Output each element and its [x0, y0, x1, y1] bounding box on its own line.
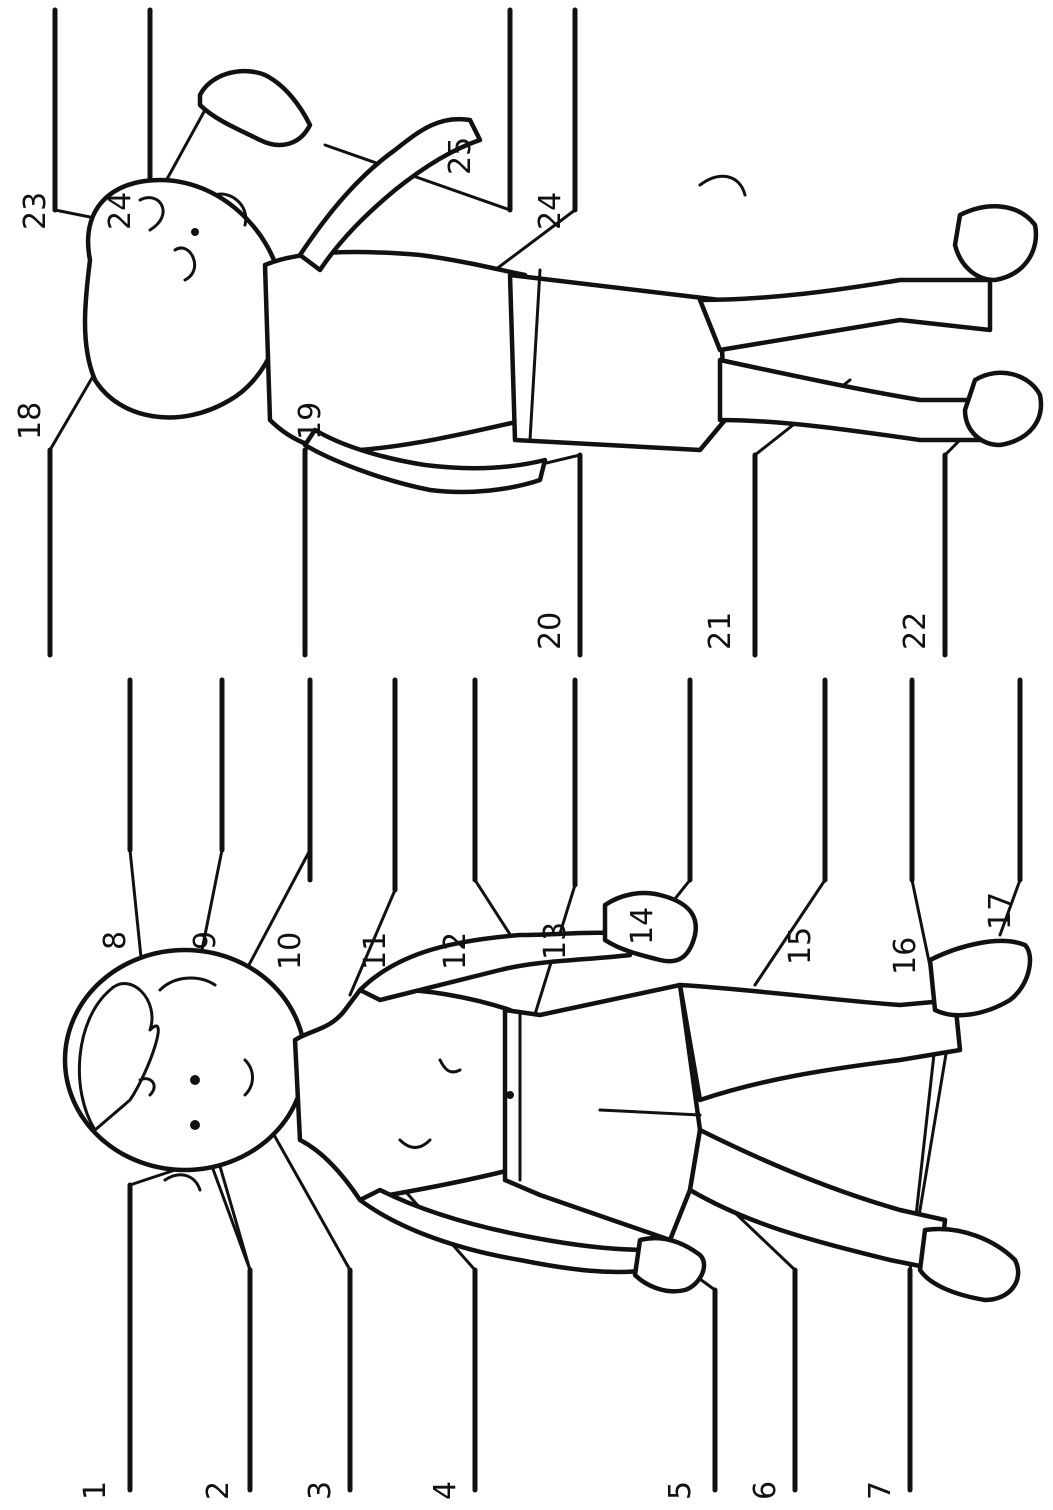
front-navel-dot	[506, 1091, 514, 1099]
label-3: 3	[303, 1481, 338, 1500]
back-right-leg	[720, 360, 1000, 440]
front-left-arm	[360, 933, 630, 1000]
front-head	[65, 950, 305, 1170]
label-20: 20	[533, 612, 568, 650]
label-15: 15	[783, 927, 818, 965]
label-17: 17	[983, 892, 1018, 930]
boy-back-view	[85, 71, 1041, 492]
front-right-foot	[920, 1229, 1018, 1300]
front-right-leg	[690, 1130, 945, 1270]
label-8: 8	[98, 931, 133, 950]
back-right-foot	[965, 373, 1041, 445]
label-25: 25	[443, 137, 478, 175]
back-shorts	[510, 275, 725, 450]
label-4: 4	[428, 1481, 463, 1500]
back-left-leg	[700, 280, 990, 350]
front-ear-bottom	[165, 1175, 200, 1190]
label-5: 5	[663, 1481, 698, 1500]
label-14: 14	[625, 907, 660, 945]
front-torso	[295, 989, 510, 1200]
back-knee-mark	[700, 176, 745, 195]
label-19: 19	[293, 402, 328, 440]
back-ear-dot	[191, 228, 199, 236]
label-16: 16	[888, 937, 923, 975]
back-left-hand	[200, 71, 310, 145]
front-left-eye	[190, 1075, 200, 1085]
label-24b: 24	[533, 192, 568, 230]
label-23: 23	[18, 192, 53, 230]
label-10: 10	[273, 932, 308, 970]
label-6: 6	[748, 1481, 783, 1500]
label-9: 9	[188, 931, 223, 950]
label-12: 12	[438, 932, 473, 970]
front-left-foot	[930, 941, 1030, 1015]
front-left-leg	[680, 985, 960, 1100]
front-right-eye	[190, 1120, 200, 1130]
label-21: 21	[703, 612, 738, 650]
label-2: 2	[201, 1481, 236, 1500]
label-18: 18	[13, 402, 48, 440]
back-left-foot	[955, 206, 1036, 280]
front-right-hand	[635, 1238, 704, 1291]
label-22: 22	[898, 612, 933, 650]
label-7: 7	[863, 1481, 898, 1500]
label-1: 1	[78, 1481, 113, 1500]
label-11: 11	[358, 932, 393, 970]
label-13: 13	[538, 922, 573, 960]
label-24a: 24	[103, 192, 138, 230]
